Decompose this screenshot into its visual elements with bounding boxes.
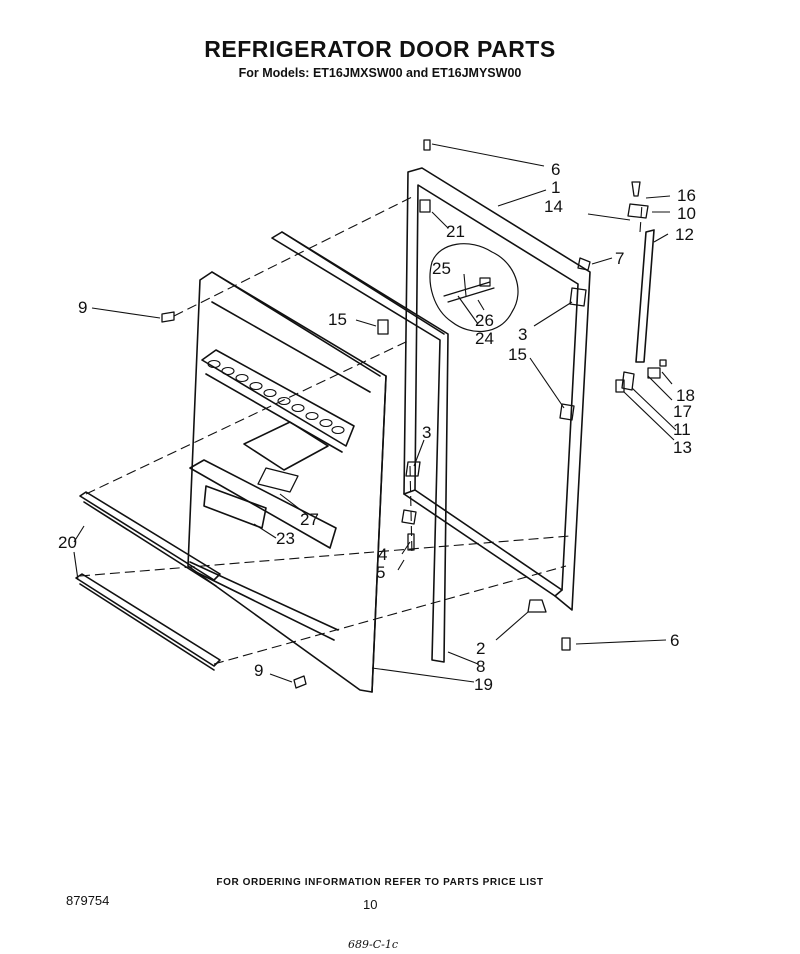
callout-3-right: 3 [518,325,527,344]
page-number: 10 [363,897,378,912]
hinge-pin-rod [635,229,655,363]
callout-10: 10 [677,204,696,223]
small-parts [161,139,667,689]
ordering-note: FOR ORDERING INFORMATION REFER TO PARTS … [216,877,544,888]
alignment-lines [79,195,643,665]
callout-14: 14 [544,197,563,216]
callout-11: 11 [673,420,691,439]
callout-25: 25 [432,259,451,278]
callout-15-left: 15 [328,310,347,329]
callout-16: 16 [677,186,696,205]
callout-15-right: 15 [508,345,527,364]
handle-cutaway-detail [429,243,519,333]
page-title: REFRIGERATOR DOOR PARTS [204,36,556,62]
callout-20: 20 [58,533,77,552]
callout-7: 7 [615,249,624,268]
callout-2: 2 [476,639,485,658]
callout-12: 12 [675,225,694,244]
model-subtitle: For Models: ET16JMXSW00 and ET16JMYSW00 [238,66,522,80]
shelf-bar-lower [75,573,221,671]
callout-23: 23 [276,529,295,548]
document-number: 879754 [66,893,110,908]
callout-3-left: 3 [422,423,431,442]
inner-door-liner [187,271,387,693]
handwritten-note: 689-C-1c [348,938,399,951]
callout-9-upper: 9 [78,298,87,317]
egg-tray [207,359,345,435]
callout-21: 21 [446,222,465,241]
callout-6-top: 6 [551,160,560,179]
callout-labels: 6 1 16 14 10 21 12 7 25 9 15 26 3 24 15 … [58,160,696,694]
callout-8: 8 [476,657,485,676]
callout-27: 27 [300,510,319,529]
callout-9-lower: 9 [254,661,263,680]
callout-17: 17 [673,402,692,421]
callout-6-bottom: 6 [670,631,679,650]
shelf-bar-upper [79,491,221,587]
callout-18: 18 [676,386,695,405]
callout-26: 26 [475,311,494,330]
callout-4: 4 [378,545,387,564]
callout-24: 24 [475,329,494,348]
callout-19: 19 [474,675,493,694]
outer-door-panel [403,167,591,611]
callout-1: 1 [551,178,560,197]
callout-5: 5 [376,563,385,582]
leader-lines [73,143,677,683]
callout-13: 13 [673,438,692,457]
